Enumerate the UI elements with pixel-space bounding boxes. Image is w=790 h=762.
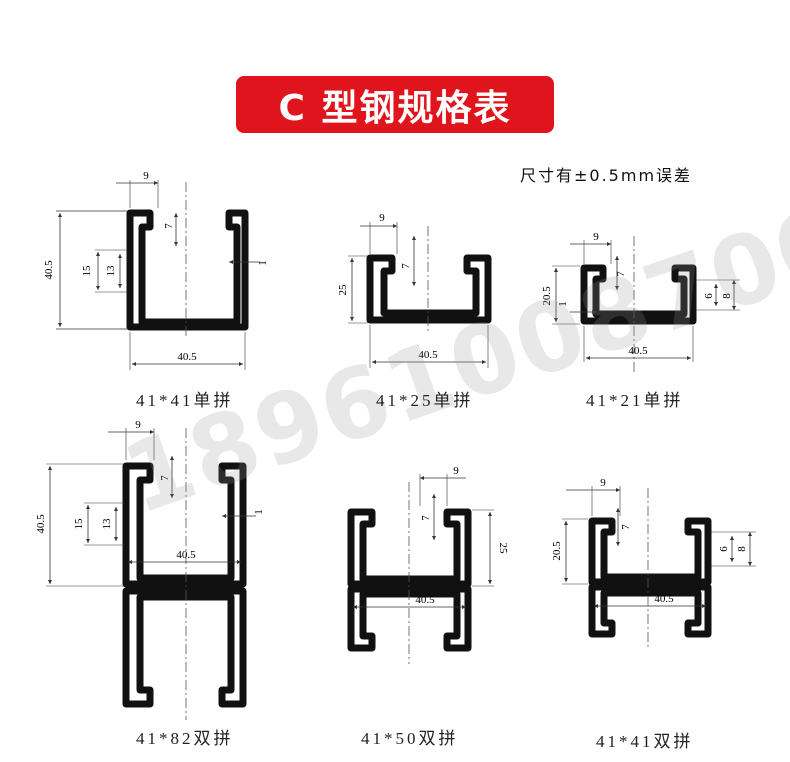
dim-lip: 9 [379, 212, 385, 224]
c-channel-outline [366, 254, 492, 324]
caption-41x41-double: 41*41双拼 [596, 732, 694, 751]
dim-lip: 9 [593, 231, 599, 243]
dim-width: 40.5 [415, 594, 435, 606]
dim-lip: 9 [600, 477, 606, 489]
dim-width: 40.5 [418, 349, 438, 361]
c-channel-outline [580, 264, 697, 325]
dim-slot-outer: 15 [81, 265, 93, 277]
dim-lip-depth: 7 [420, 515, 432, 521]
profile-41x21-single: 20.5 9 7 1 6 8 40.5 [541, 231, 740, 372]
c-channel-outline-top [588, 517, 712, 586]
profile-41x41-double: 9 7 20.5 6 8 40.5 [551, 477, 756, 648]
dim-lip: 9 [135, 419, 141, 431]
caption-41x50-double: 41*50双拼 [361, 729, 459, 748]
dim-height: 20.5 [541, 286, 553, 306]
title-banner: C 型钢规格表 [236, 76, 554, 133]
dim-lip-depth: 7 [615, 271, 627, 277]
caption-41x82-double: 41*82双拼 [136, 729, 234, 748]
dim-lip-depth: 7 [620, 524, 632, 530]
dim-width: 40.5 [176, 549, 196, 561]
dim-height: 25 [497, 543, 509, 555]
dim-lip: 9 [453, 465, 459, 477]
dim-thickness: 1 [253, 509, 265, 515]
c-channel-outline-bottom [122, 587, 247, 708]
dim-lip-depth: 7 [159, 475, 171, 481]
dim-width: 40.5 [177, 351, 197, 363]
dim-lip-depth: 7 [163, 223, 175, 229]
dim-width: 40.5 [628, 345, 648, 357]
c-channel-outline-top [122, 462, 247, 588]
caption-41x21-single: 41*21单拼 [586, 391, 684, 410]
dim-slot-b: 8 [721, 293, 733, 299]
profile-41x50-double: 9 7 25 40.5 [347, 465, 509, 664]
dim-lip: 9 [143, 170, 149, 182]
dim-height: 25 [337, 284, 349, 296]
dim-thickness: 1 [257, 260, 269, 266]
dim-slot-a: 6 [718, 546, 730, 552]
dim-slot-b: 8 [736, 546, 748, 552]
dim-slot-outer: 15 [73, 518, 85, 530]
dim-height: 40.5 [43, 260, 55, 280]
dim-width: 40.5 [654, 593, 674, 605]
page-title: C 型钢规格表 [278, 87, 512, 129]
c-channel-outline-bottom [588, 583, 712, 638]
profile-41x25-single: 25 9 7 40.5 [337, 212, 492, 368]
dim-slot-a: 6 [703, 293, 715, 299]
caption-41x25-single: 41*25单拼 [376, 391, 474, 410]
tolerance-note: 尺寸有±0.5mm误差 [520, 166, 693, 185]
dim-thickness: 1 [557, 301, 569, 307]
c-channel-outline-bottom [347, 585, 472, 652]
dim-slot-inner: 13 [101, 518, 113, 530]
profile-41x41-single: 40.5 15 13 9 7 1 40.5 [43, 170, 269, 370]
dim-height: 40.5 [35, 514, 47, 534]
dim-slot-inner: 13 [105, 265, 117, 277]
dim-lip-depth: 7 [400, 263, 412, 269]
dim-height: 20.5 [551, 541, 563, 561]
c-channel-outline [126, 209, 249, 331]
profile-41x82-double: 40.5 15 13 9 7 1 40.5 [35, 419, 265, 720]
caption-41x41-single: 41*41单拼 [136, 391, 234, 410]
c-channel-outline-top [347, 508, 472, 588]
